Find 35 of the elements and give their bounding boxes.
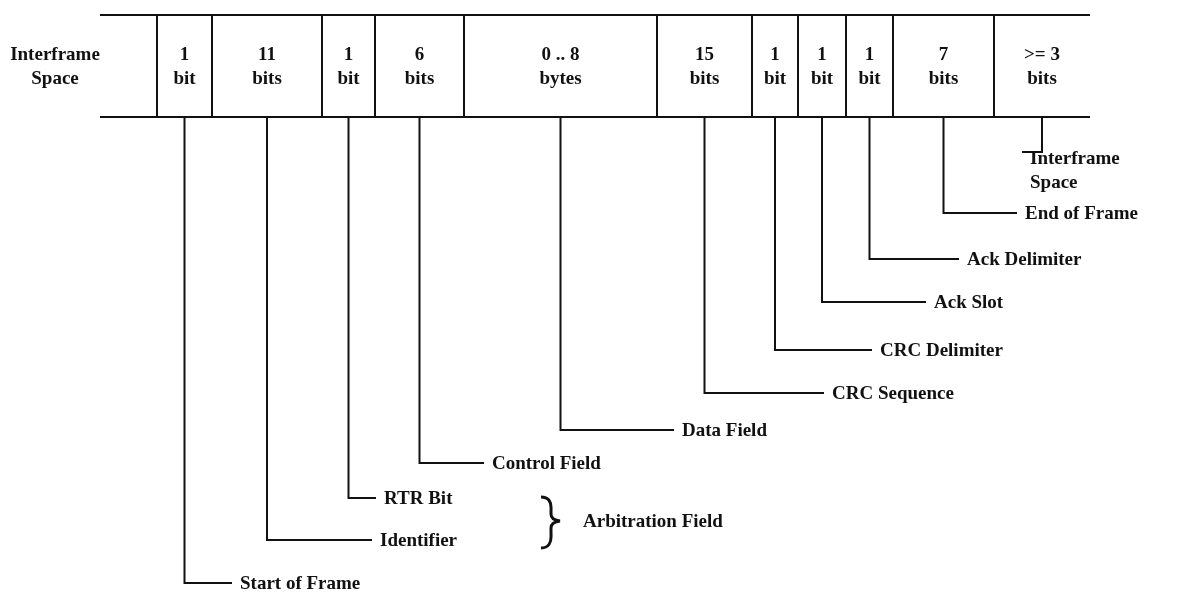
field-size-text: 1 bit xyxy=(172,42,197,90)
field-size-text: Interframe Space xyxy=(9,42,101,90)
leader-line xyxy=(559,116,675,431)
field-name-label: RTR Bit xyxy=(376,486,453,510)
field-name-label: Ack Delimiter xyxy=(959,247,1082,271)
field-size-text: 15 bits xyxy=(688,42,721,90)
field-size-text: 7 bits xyxy=(927,42,960,90)
leader-line xyxy=(703,116,825,394)
leader-line xyxy=(821,116,927,303)
field-size-text: 6 bits xyxy=(403,42,436,90)
field-name-label: Data Field xyxy=(674,418,767,442)
leader-line xyxy=(266,116,373,541)
leader-line xyxy=(1021,116,1043,153)
field-name-label: Control Field xyxy=(484,451,601,475)
leader-line xyxy=(418,116,485,464)
field-size-text: 1 bit xyxy=(762,42,788,90)
field-name-label: Identifier xyxy=(372,528,458,552)
field-name-label: CRC Delimiter xyxy=(872,338,1003,362)
field-name-label: End of Frame xyxy=(1017,201,1138,225)
group-label: Arbitration Field xyxy=(582,509,723,533)
leader-line xyxy=(347,116,377,499)
field-name-label: Interframe Space xyxy=(1022,146,1120,194)
field-size-text: 1 bit xyxy=(809,42,835,90)
leader-line xyxy=(942,116,1018,214)
field-size-text: >= 3 bits xyxy=(1023,42,1061,90)
field-size-text: 1 bit xyxy=(336,42,361,90)
field-name-label: Ack Slot xyxy=(926,290,1004,314)
field-size-text: 11 bits xyxy=(251,42,283,90)
field-size-text: 1 bit xyxy=(857,42,882,90)
field-size-text: 0 .. 8 bytes xyxy=(538,42,583,90)
leader-line xyxy=(774,116,873,351)
leader-line xyxy=(183,116,233,584)
leader-line xyxy=(868,116,960,260)
field-name-label: Start of Frame xyxy=(232,571,361,595)
field-name-label: CRC Sequence xyxy=(824,381,954,405)
